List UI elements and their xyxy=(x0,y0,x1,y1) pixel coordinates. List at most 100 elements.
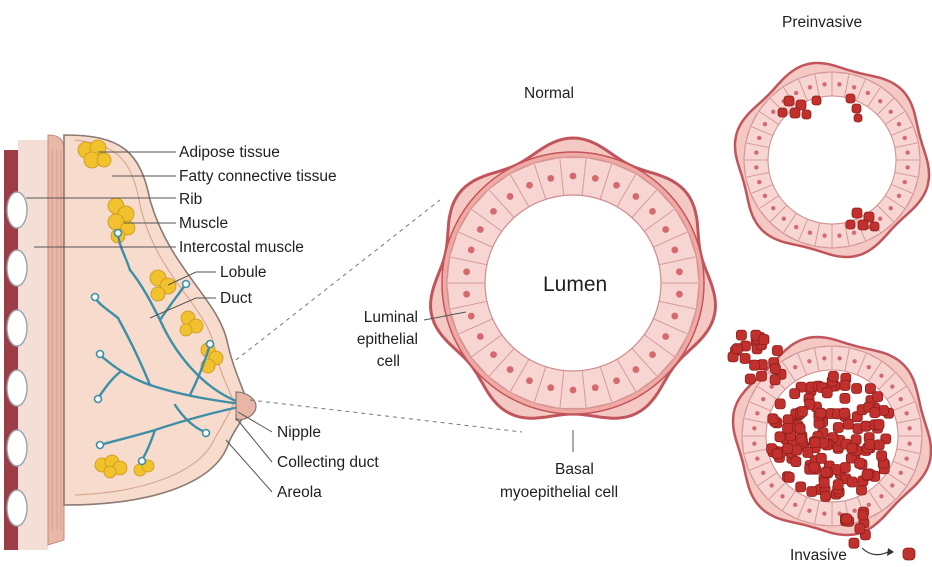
cell-nucleus xyxy=(526,377,533,384)
escaped-tumor-cell xyxy=(903,548,915,560)
cell-nucleus xyxy=(755,411,759,415)
breast-tissue xyxy=(64,135,248,505)
cell-nucleus xyxy=(477,333,484,340)
cell-nucleus xyxy=(782,217,786,221)
label-lumen: Lumen xyxy=(543,273,607,296)
label-nipple: Nipple xyxy=(277,424,321,441)
tumor-cell xyxy=(870,408,880,418)
rib xyxy=(7,192,27,228)
label-areola: Areola xyxy=(277,484,322,501)
tumor-cell xyxy=(783,444,793,454)
cell-nucleus xyxy=(889,206,893,210)
tumor-cell xyxy=(840,463,850,473)
tumor-cell xyxy=(821,491,831,501)
cell-nucleus xyxy=(903,136,907,140)
cell-nucleus xyxy=(793,365,797,369)
tumor-cell xyxy=(770,375,780,385)
tumor-cell xyxy=(874,440,884,450)
tumor-cell xyxy=(810,438,820,448)
tumor-cell xyxy=(833,480,843,490)
cell-nucleus xyxy=(867,503,871,507)
tumor-cell xyxy=(775,399,785,409)
cell-nucleus xyxy=(757,180,761,184)
cell-nucleus xyxy=(570,387,577,394)
tumor-cell xyxy=(792,445,802,455)
cell-nucleus xyxy=(899,471,903,475)
cell-nucleus xyxy=(754,150,758,154)
tumor-cell xyxy=(843,419,853,429)
cell-nucleus xyxy=(463,291,470,298)
basal-cell-callout: Basal myoepithelial cell xyxy=(500,430,618,501)
cell-nucleus xyxy=(889,110,893,114)
tumor-cell xyxy=(816,408,826,418)
tumor-cell xyxy=(816,453,826,463)
label-luminal: Luminal xyxy=(364,309,418,326)
tumor-cell xyxy=(840,393,850,403)
tumor-cell xyxy=(797,407,807,417)
tumor-cell xyxy=(759,335,769,345)
cell-nucleus xyxy=(808,231,812,235)
invasive-arrow xyxy=(862,548,888,555)
cell-nucleus xyxy=(649,351,656,358)
cell-nucleus xyxy=(632,193,639,200)
pectoral-muscle xyxy=(48,135,64,545)
cell-nucleus xyxy=(852,508,856,512)
invasive-callout: Invasive xyxy=(790,547,915,564)
label-collecting-duct: Collecting duct xyxy=(277,454,379,471)
tumor-cell xyxy=(828,371,838,381)
cell-nucleus xyxy=(807,359,811,363)
cell-nucleus xyxy=(671,313,678,320)
cell-nucleus xyxy=(903,180,907,184)
cell-nucleus xyxy=(808,85,812,89)
tumor-cell xyxy=(784,472,794,482)
tumor-cell xyxy=(873,392,883,402)
tumor-cell xyxy=(840,381,850,391)
cell-nucleus xyxy=(649,208,656,215)
tumor-cell xyxy=(858,510,868,520)
label-myoepithelial-cell: myoepithelial cell xyxy=(500,484,618,501)
tumor-cell xyxy=(855,458,865,468)
tumor-cell xyxy=(775,432,785,442)
cell-nucleus xyxy=(570,173,577,180)
label-rib: Rib xyxy=(179,191,202,208)
tumor-cell xyxy=(745,374,755,384)
tumor-cell xyxy=(877,451,887,461)
cell-nucleus xyxy=(879,494,883,498)
tumor-cell xyxy=(840,408,850,418)
cell-nucleus xyxy=(507,193,514,200)
cell-nucleus xyxy=(822,511,826,515)
rib xyxy=(7,490,27,526)
cell-nucleus xyxy=(547,175,554,182)
tumor-cell xyxy=(790,389,800,399)
tumor-cell xyxy=(847,477,857,487)
cell-nucleus xyxy=(662,333,669,340)
cell-nucleus xyxy=(852,85,856,89)
tumor-cell xyxy=(750,360,760,370)
tumor-cell xyxy=(821,467,831,477)
cell-nucleus xyxy=(807,508,811,512)
cell-nucleus xyxy=(897,122,901,126)
cell-nucleus xyxy=(547,384,554,391)
tumor-cell xyxy=(874,420,884,430)
label-muscle: Muscle xyxy=(179,215,228,232)
cell-nucleus xyxy=(757,136,761,140)
cell-nucleus xyxy=(899,397,903,401)
cell-nucleus xyxy=(904,411,908,415)
cell-nucleus xyxy=(905,150,909,154)
cell-nucleus xyxy=(613,182,620,189)
tumor-cell xyxy=(849,538,859,548)
rib xyxy=(7,250,27,286)
rib xyxy=(7,310,27,346)
label-intercostal-muscle: Intercostal muscle xyxy=(179,239,304,256)
tumor-cell xyxy=(732,344,742,354)
cell-nucleus xyxy=(907,426,911,430)
tumor-cell xyxy=(772,449,782,459)
cell-nucleus xyxy=(676,268,683,275)
label-normal: Normal xyxy=(524,85,574,102)
nipple xyxy=(236,392,256,420)
label-lobule: Lobule xyxy=(220,264,267,281)
tumor-cell xyxy=(783,423,793,433)
cell-nucleus xyxy=(671,247,678,254)
tumor-cell xyxy=(847,443,857,453)
